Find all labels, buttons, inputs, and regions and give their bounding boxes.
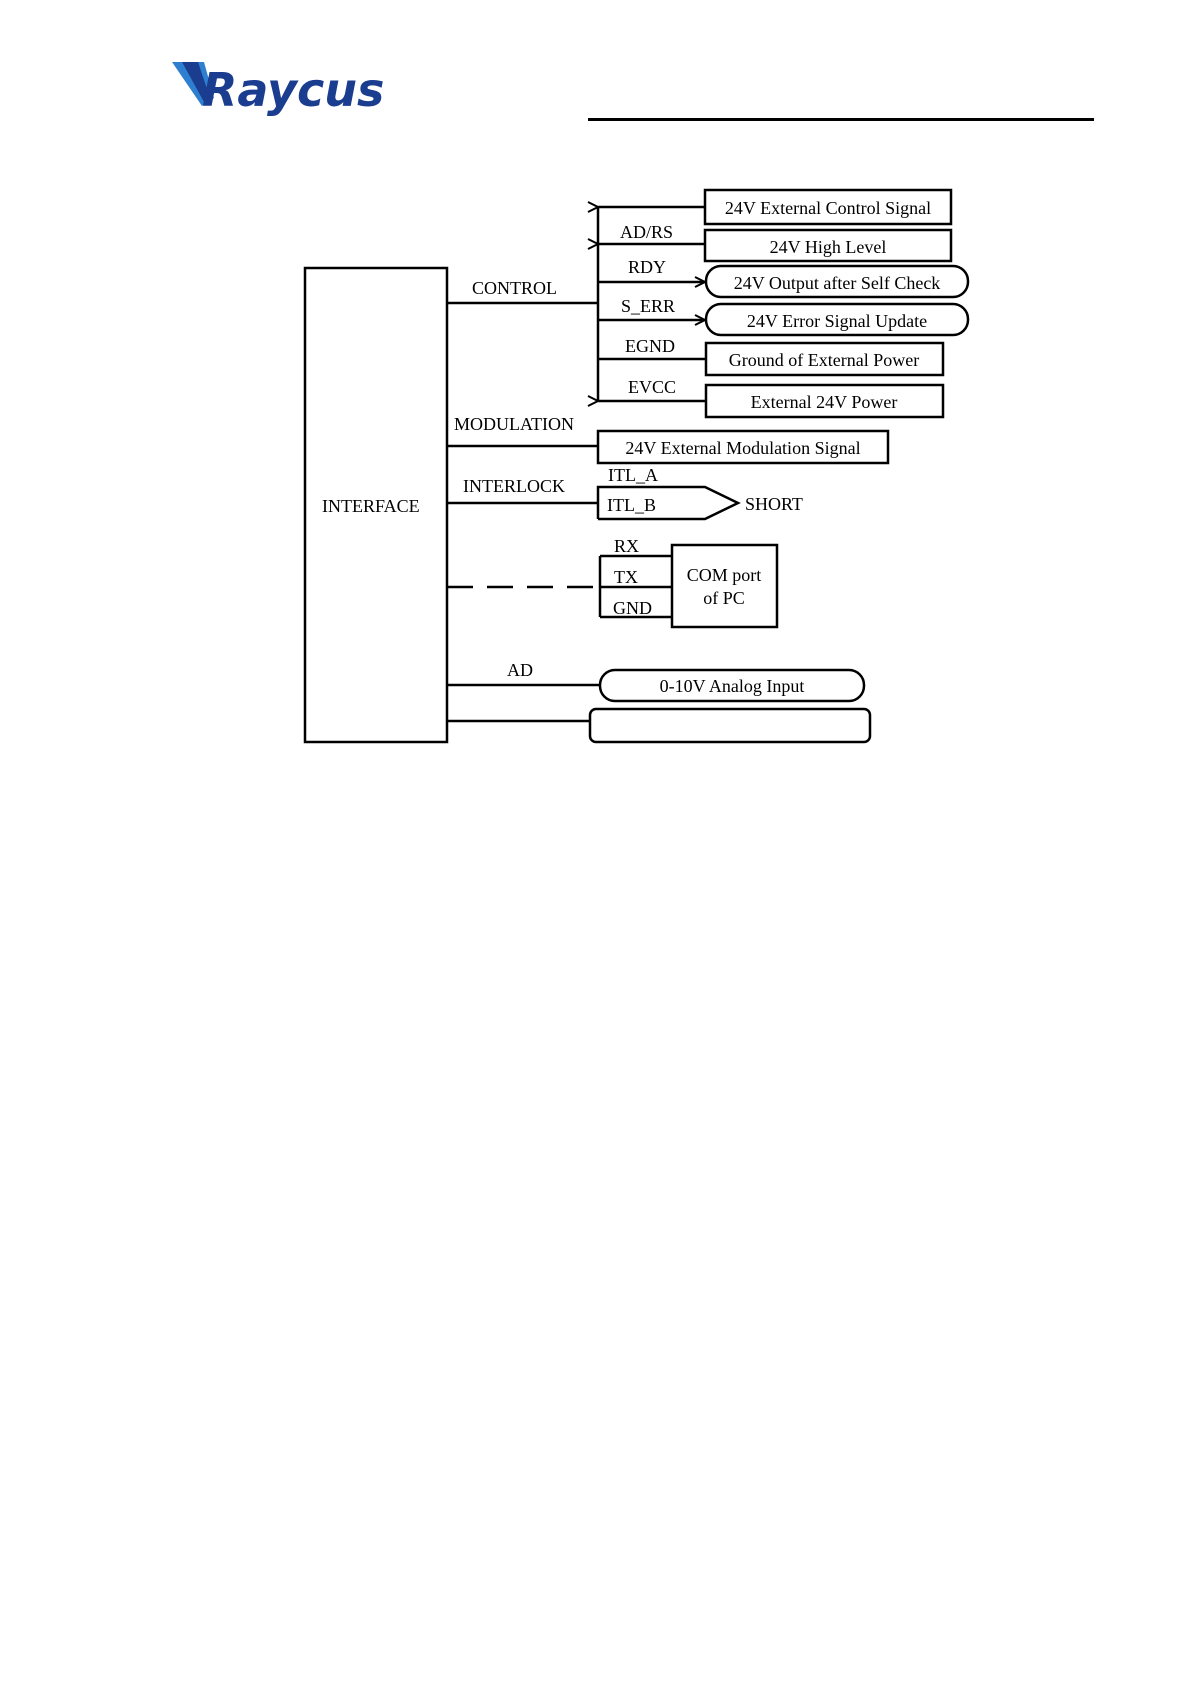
com-port-text-2: of PC [703,588,745,608]
interlock-label: INTERLOCK [463,476,565,496]
output-self-check-box [704,264,970,299]
itl-a-label: ITL_A [608,465,658,485]
error-signal-box [704,302,970,337]
evcc-label: EVCC [628,377,676,397]
blank-box [588,707,872,744]
com-port-text-1: COM port [687,565,762,585]
serr-label: S_ERR [621,296,675,316]
interlock-connector [596,485,741,521]
ext-control-box [703,188,953,226]
raycus-logo: Raycus [172,62,384,117]
high-level-text: 24V High Level [770,237,887,257]
ext-modulation-box [596,429,890,465]
ext-modulation-text: 24V External Modulation Signal [625,438,860,458]
interface-label: INTERFACE [322,496,420,516]
adrs-label: AD/RS [620,222,673,242]
ground-ext-box [704,341,945,377]
high-level-box [703,228,953,263]
control-label: CONTROL [472,278,557,298]
gnd-label: GND [613,598,652,618]
interface-block [303,266,449,744]
ext-24v-box [704,383,945,419]
rx-label: RX [614,536,639,556]
egnd-label: EGND [625,336,675,356]
analog-input-text: 0-10V Analog Input [660,676,805,696]
short-label: SHORT [745,494,803,514]
tx-label: TX [614,567,638,587]
ext-control-text: 24V External Control Signal [725,198,931,218]
ext-24v-text: External 24V Power [751,392,898,412]
error-signal-text: 24V Error Signal Update [747,311,927,331]
ground-ext-text: Ground of External Power [729,350,919,370]
ad-label: AD [507,660,533,680]
logo-swoosh-dark [182,62,210,102]
analog-input-box [598,668,866,703]
logo-wordmark: Raycus [202,63,384,117]
rdy-label: RDY [628,257,666,277]
header-rule [588,118,1094,121]
itl-b-label: ITL_B [607,495,656,515]
output-self-check-text: 24V Output after Self Check [734,273,941,293]
com-port-box [670,543,779,629]
modulation-label: MODULATION [454,414,574,434]
